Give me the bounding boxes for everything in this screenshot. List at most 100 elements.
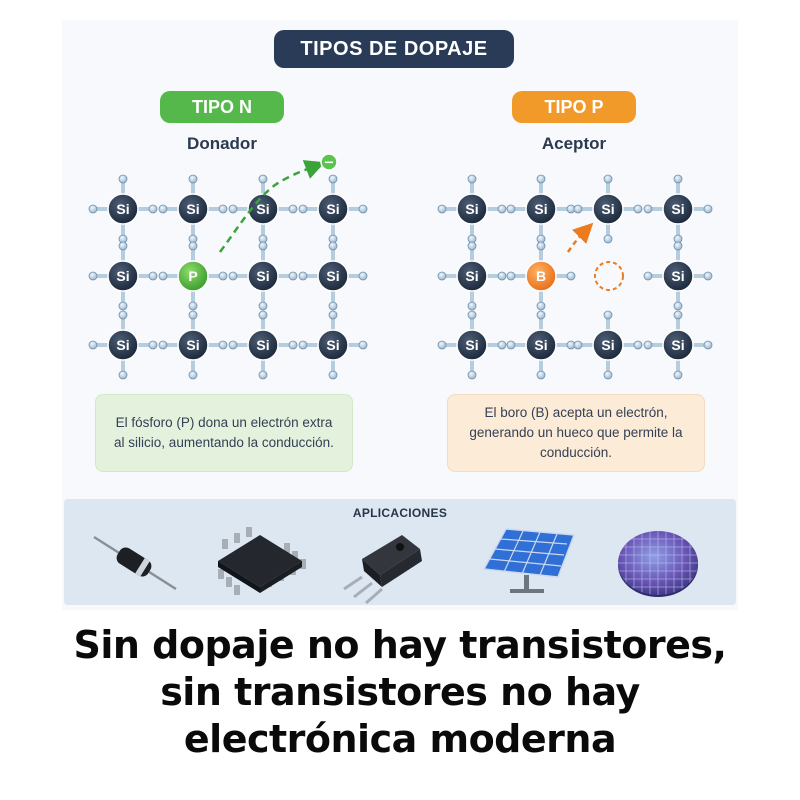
bond-electron	[506, 271, 516, 281]
bond-electron	[358, 204, 368, 214]
bond-electron	[703, 271, 713, 281]
bond-electron	[328, 241, 338, 251]
tipo-p-badge: TIPO P	[512, 91, 636, 123]
atom-symbol: Si	[671, 268, 684, 284]
atom-circle	[525, 260, 557, 292]
bond-electron	[258, 370, 268, 380]
bond-electron	[298, 340, 308, 350]
atom-symbol: Si	[186, 337, 199, 353]
atom-symbol: Si	[256, 337, 269, 353]
bond-electron	[228, 204, 238, 214]
diode-icon	[93, 535, 177, 591]
atom-symbol: Si	[116, 201, 129, 217]
bond-electron	[603, 174, 613, 184]
atom-symbol: Si	[186, 201, 199, 217]
atom-symbol: Si	[465, 337, 478, 353]
atom-symbol: Si	[671, 201, 684, 217]
bond-electron	[188, 301, 198, 311]
atom-circle	[592, 193, 624, 225]
atom-circle	[525, 329, 557, 361]
bond-electron	[536, 301, 546, 311]
bond-electron	[88, 204, 98, 214]
bond-electron	[88, 340, 98, 350]
bond-electron	[467, 241, 477, 251]
bond-electron	[328, 301, 338, 311]
bond-electron	[218, 271, 228, 281]
bond-electron	[188, 310, 198, 320]
bond-electron	[118, 301, 128, 311]
bond-electron	[467, 174, 477, 184]
bond-electron	[88, 271, 98, 281]
boron-atom: B	[525, 260, 557, 292]
bond-electron	[258, 241, 268, 251]
silicon-atom: Si	[107, 193, 139, 225]
silicon-atom: Si	[592, 329, 624, 361]
atom-circle	[177, 193, 209, 225]
bond-electron	[118, 310, 128, 320]
applications-label: APLICACIONES	[352, 506, 448, 520]
silicon-atom: Si	[525, 329, 557, 361]
silicon-wafer-icon	[618, 531, 698, 597]
caption: Sin dopaje no hay transistores, sin tran…	[0, 622, 800, 763]
bond-electron	[573, 204, 583, 214]
atom-circle	[456, 193, 488, 225]
bond-electron	[497, 340, 507, 350]
bond-electron	[288, 340, 298, 350]
atom-symbol: Si	[671, 337, 684, 353]
silicon-atom: Si	[107, 329, 139, 361]
solar-panel-icon	[482, 528, 576, 593]
atom-circle	[662, 329, 694, 361]
bond-electron	[258, 174, 268, 184]
atom-symbol: Si	[534, 201, 547, 217]
bond-electron	[118, 241, 128, 251]
atom-symbol: B	[536, 268, 546, 284]
bond-electron	[643, 340, 653, 350]
bond-electron	[467, 310, 477, 320]
bond-electron	[258, 310, 268, 320]
atom-symbol: Si	[256, 268, 269, 284]
bond-electron	[573, 340, 583, 350]
atom-circle	[107, 260, 139, 292]
bond-electron	[328, 370, 338, 380]
bond-electron	[603, 370, 613, 380]
tipo-n-badge: TIPO N	[160, 91, 284, 123]
atom-symbol: Si	[465, 201, 478, 217]
bond-electron	[643, 204, 653, 214]
phosphorus-atom: P	[177, 260, 209, 292]
bond-electron	[358, 271, 368, 281]
tipo-p-description: El boro (B) acepta un electrón, generand…	[447, 394, 705, 472]
bond-electron	[228, 340, 238, 350]
bond-electron	[673, 301, 683, 311]
bond-electron	[437, 340, 447, 350]
bond-electron	[437, 271, 447, 281]
atom-symbol: P	[188, 268, 197, 284]
silicon-atom: Si	[662, 329, 694, 361]
bond-electron	[703, 340, 713, 350]
microchip-icon	[218, 527, 306, 595]
caption-line-2: sin transistores no hay	[160, 670, 640, 714]
bond-electron	[633, 340, 643, 350]
free-electron-sign: −	[324, 156, 335, 171]
tipo-p-subtitle: Aceptor	[541, 134, 607, 153]
atom-circle	[177, 329, 209, 361]
bond-electron	[467, 370, 477, 380]
atom-circle	[317, 260, 349, 292]
bond-electron	[328, 310, 338, 320]
atom-circle	[107, 193, 139, 225]
silicon-atom: Si	[662, 193, 694, 225]
bond-electron	[703, 204, 713, 214]
bond-electron	[188, 241, 198, 251]
silicon-atom: Si	[107, 260, 139, 292]
caption-line-1: Sin dopaje no hay transistores,	[73, 623, 727, 667]
hole-arrow	[566, 222, 594, 253]
transistor-icon	[343, 535, 422, 605]
bond-electron	[566, 271, 576, 281]
atom-symbol: Si	[326, 337, 339, 353]
bond-electron	[358, 340, 368, 350]
atom-circle	[107, 329, 139, 361]
atom-symbol: Si	[326, 201, 339, 217]
atom-circle	[525, 193, 557, 225]
atom-circle	[456, 329, 488, 361]
